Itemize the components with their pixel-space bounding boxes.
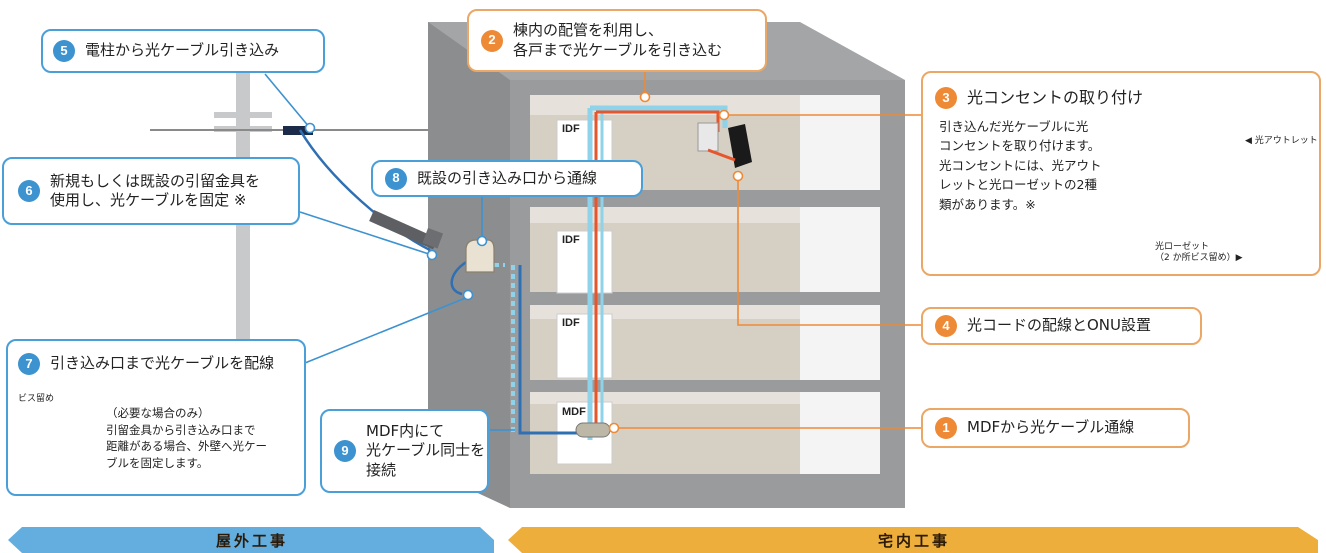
callout-title: 引き込み口まで光ケーブルを配線: [50, 354, 275, 373]
screw-fix-label: ビス留め: [18, 394, 55, 404]
callout-text: 既設の引き込み口から通線: [417, 168, 598, 187]
callout-text: 光コードの配線とONU設置: [967, 316, 1152, 335]
callout-text: MDF内にて 光ケーブル同士を 接続: [366, 422, 486, 479]
idf-label: IDF: [562, 234, 580, 246]
callout-text: 新規もしくは既設の引留金具を 使用し、光ケーブルを固定 ※: [50, 171, 261, 209]
entry-port-icon: [465, 239, 495, 273]
callout-title: 光コンセントの取り付け: [967, 87, 1144, 107]
rosette-photo-label: 光ローゼット （2 か所ビス留め）▶: [1155, 242, 1243, 264]
step-number-badge: 8: [385, 167, 407, 190]
step-number-badge: 2: [481, 29, 503, 52]
step-number-badge: 4: [935, 315, 957, 337]
onu-device-icon: [728, 124, 752, 168]
equipment: [369, 122, 752, 438]
step-number-badge: 5: [53, 40, 75, 62]
step-number-badge: 3: [935, 87, 957, 109]
outdoor-work-banner: 屋外工事: [215, 531, 288, 550]
callout-step-4: 4 光コードの配線とONU設置: [921, 307, 1202, 345]
callout-step-2: 2 棟内の配管を利用し、 各戸まで光ケーブルを引き込む: [467, 9, 767, 72]
step-number-badge: 1: [935, 417, 957, 439]
idf-label: IDF: [562, 317, 580, 329]
mdf-label: MDF: [562, 406, 586, 418]
step-number-badge: 7: [18, 353, 40, 375]
callout-text: 棟内の配管を利用し、 各戸まで光ケーブルを引き込む: [513, 21, 723, 59]
bracket-hardware-icon: [369, 209, 438, 250]
callout-body: （必要な場合のみ） 引留金具から引き込み口まで 距離がある場合、外壁へ光ケー ブ…: [106, 406, 267, 471]
step-number-badge: 9: [334, 440, 356, 462]
indoor-work-banner: 宅内工事: [877, 531, 950, 550]
banner-arrows: [8, 527, 1318, 553]
callout-step-6: 6 新規もしくは既設の引留金具を 使用し、光ケーブルを固定 ※: [2, 157, 300, 225]
callout-text: 電柱から光ケーブル引き込み: [85, 41, 280, 60]
callout-step-1: 1 MDFから光ケーブル通線: [921, 408, 1190, 448]
callout-step-9: 9 MDF内にて 光ケーブル同士を 接続: [320, 409, 489, 493]
callout-step-3: 3 光コンセントの取り付け 引き込んだ光ケーブルに光 コンセントを取り付けます。…: [921, 71, 1321, 276]
callout-step-8: 8 既設の引き込み口から通線: [371, 160, 643, 197]
building: [428, 22, 905, 508]
step-number-badge: 6: [18, 180, 40, 202]
idf-label: IDF: [562, 123, 580, 135]
callout-body: 引き込んだ光ケーブルに光 コンセントを取り付けます。 光コンセントには、光アウト…: [939, 119, 1102, 212]
marker-dots: [304, 91, 744, 434]
callout-text: MDFから光ケーブル通線: [967, 418, 1135, 437]
callout-step-7: 7 引き込み口まで光ケーブルを配線: [6, 339, 306, 496]
fiber-connector-icon: [575, 422, 611, 438]
outlet-photo-label: ◀ 光アウトレット: [1245, 136, 1318, 146]
cable-clamp-icon: [283, 126, 313, 135]
callout-step-5: 5 電柱から光ケーブル引き込み: [41, 29, 325, 73]
fiber-outlet-icon: [697, 122, 719, 152]
